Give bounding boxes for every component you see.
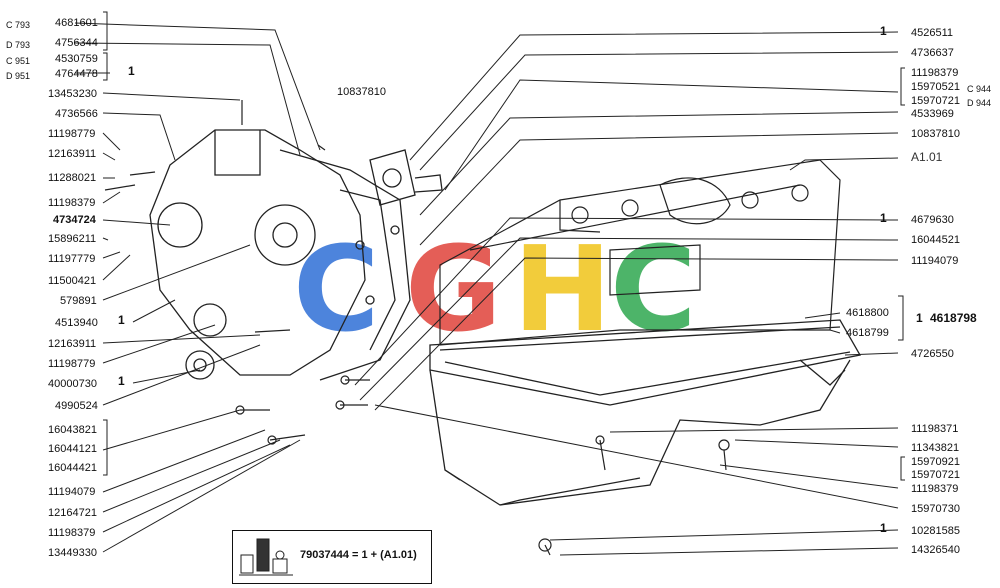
part-number-label: 12164721 <box>48 507 97 519</box>
part-number-label: 11500421 <box>48 275 97 287</box>
part-number-label: 16044421 <box>48 462 97 474</box>
part-number-label: 13453230 <box>48 88 97 100</box>
quantity-label: 1 <box>128 64 135 78</box>
watermark-logo: C G H C <box>293 220 697 358</box>
part-number-label: 4618800 <box>846 307 889 319</box>
part-number-label: 4618799 <box>846 327 889 339</box>
part-number-label: 11198371 <box>911 423 959 435</box>
quantity-label: 1 <box>880 24 887 38</box>
part-number-label: 15970521 <box>911 81 960 93</box>
part-number-label: 579891 <box>60 295 97 307</box>
part-number-label: 11198779 <box>48 128 96 140</box>
quantity-label: 1 <box>916 311 923 325</box>
part-number-label: 13449330 <box>48 547 97 559</box>
part-number-label: 4526511 <box>911 27 954 39</box>
variant-label: C 944 <box>967 84 992 94</box>
center-part-label: 10837810 <box>337 86 386 98</box>
part-number-label: 12163911 <box>48 148 97 160</box>
part-number-label: 11198379 <box>48 197 96 209</box>
part-number-label: 16044521 <box>911 234 960 246</box>
part-number-label: 4990524 <box>55 400 98 412</box>
timing-cover-outline <box>149 129 411 381</box>
part-number-label: 15896211 <box>48 233 97 245</box>
bolts-group <box>104 100 730 556</box>
quantity-label: 1 <box>118 374 125 388</box>
part-number-label: 12163911 <box>48 338 97 350</box>
part-number-label: 4726550 <box>911 348 954 360</box>
variant-label: D 944 <box>967 98 992 108</box>
part-number-label: 15970721 <box>911 469 960 481</box>
kit-formula-text: 79037444 = 1 + (A1.01) <box>300 549 417 561</box>
part-number-label: 40000730 <box>48 378 97 390</box>
part-number-label: 15970721 <box>911 95 960 107</box>
part-number-label: 16043821 <box>48 424 97 436</box>
quantity-label: 1 <box>880 521 887 535</box>
part-number-label: 4734724 <box>53 214 96 226</box>
part-number-label: 4618798 <box>930 311 977 325</box>
part-number-label: 14326540 <box>911 544 960 556</box>
part-number-label: 4736637 <box>911 47 954 59</box>
part-number-label: 11194079 <box>48 486 96 498</box>
part-number-label: 4756344 <box>55 37 98 49</box>
part-number-label: 10837810 <box>911 128 960 140</box>
kit-reference-box <box>232 530 432 584</box>
variant-label: C 951 <box>6 56 31 66</box>
variant-label: C 793 <box>6 20 31 30</box>
section-reference-label: A1.01 <box>911 150 943 164</box>
oil-pan-outline <box>429 319 862 506</box>
leader-lines <box>74 22 899 556</box>
variant-label: D 793 <box>6 40 31 50</box>
part-number-label: 11194079 <box>911 255 959 267</box>
quantity-label: 1 <box>880 211 887 225</box>
part-number-label: 11343821 <box>911 442 960 454</box>
part-number-label: 11198379 <box>911 67 959 79</box>
variant-label: D 951 <box>6 71 31 81</box>
watermark-letter-c1: C <box>293 220 380 358</box>
part-number-label: 15970730 <box>911 503 960 515</box>
part-number-label: 4679630 <box>911 214 954 226</box>
part-number-label: 15970921 <box>911 456 960 468</box>
quantity-label: 1 <box>118 313 125 327</box>
part-number-label: 11288021 <box>48 172 97 184</box>
part-number-label: 4764478 <box>55 68 98 80</box>
watermark-letter-c2: C <box>610 220 697 358</box>
part-number-label: 10281585 <box>911 525 960 537</box>
part-number-label: 4736566 <box>55 108 98 120</box>
part-number-label: 11198379 <box>48 527 96 539</box>
watermark-letter-g: G <box>405 220 502 358</box>
part-number-label: 4533969 <box>911 108 954 120</box>
part-number-label: 11197779 <box>48 253 96 265</box>
water-pump-housing <box>369 149 443 206</box>
part-number-label: 4530759 <box>55 53 98 65</box>
kit-contents-icon <box>239 538 293 576</box>
part-number-label: 11198779 <box>48 358 96 370</box>
part-number-label: 11198379 <box>911 483 959 495</box>
part-number-label: 16044121 <box>48 443 97 455</box>
part-number-label: 4681601 <box>55 17 98 29</box>
part-number-label: 4513940 <box>55 317 98 329</box>
